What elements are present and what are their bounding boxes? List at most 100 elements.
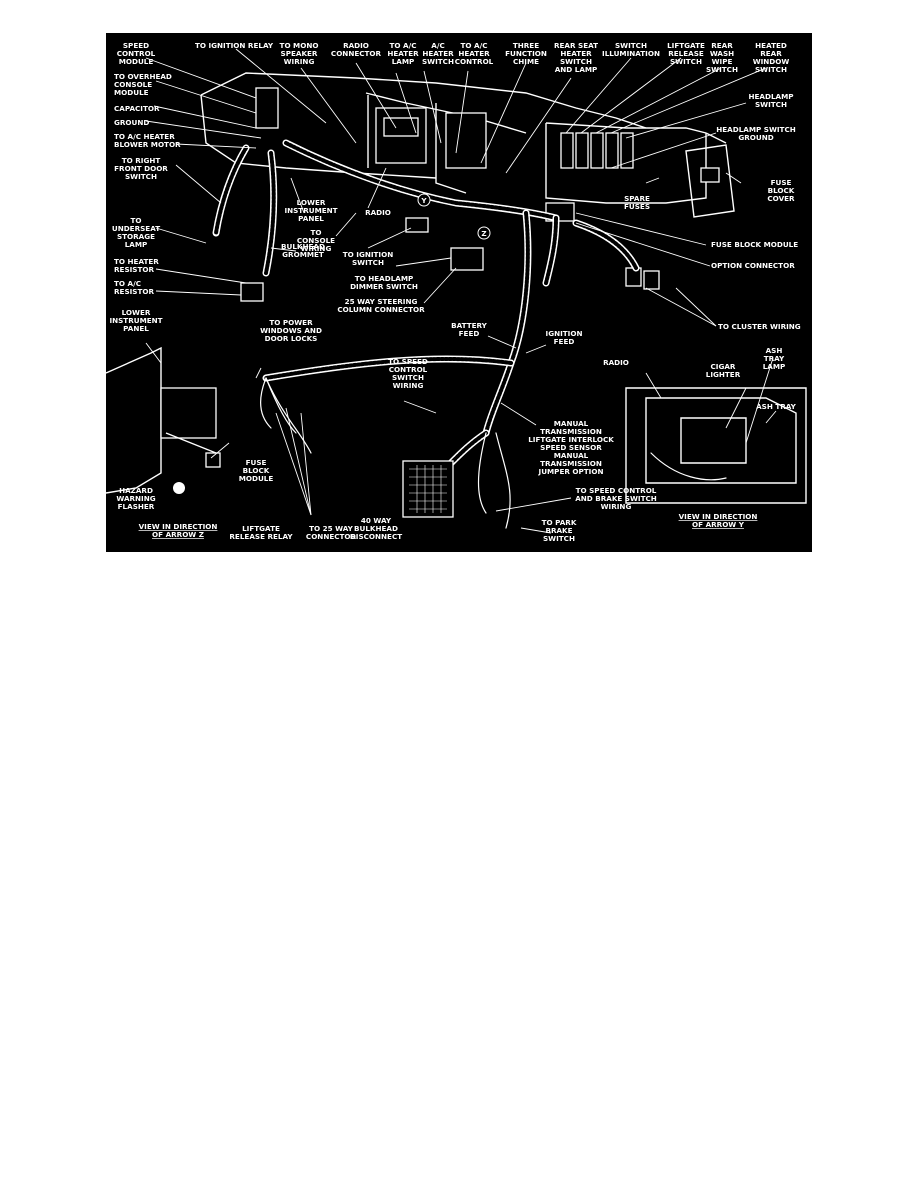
instrument-panel-body bbox=[200, 72, 727, 302]
label-switch-illumination-line: ILLUMINATION bbox=[602, 49, 660, 58]
label-rear-seat-heater-line: REAR SEAT bbox=[554, 41, 598, 50]
label-manual-transmission-line: SPEED SENSOR bbox=[540, 443, 602, 452]
bulkhead-disconnect-connector bbox=[402, 460, 454, 518]
label-console-wiring-line: TO bbox=[310, 228, 321, 237]
label-battery-feed-line: FEED bbox=[459, 329, 480, 338]
label-liftgate-release-relay-line: LIFTGATE bbox=[242, 524, 280, 533]
label-ignition-relay-line: TO IGNITION RELAY bbox=[195, 41, 274, 50]
label-steering-column-line: 25 WAY STEERING bbox=[345, 297, 418, 306]
label-three-function-chime-line: CHIME bbox=[513, 57, 539, 66]
label-ground: GROUND bbox=[114, 118, 149, 127]
label-speed-brake-switch-line: AND BRAKE SWITCH bbox=[575, 494, 657, 503]
label-lower-instrument-panel-top-line: PANEL bbox=[298, 214, 324, 223]
ac-heater-control-box bbox=[445, 112, 487, 169]
label-overhead-console-line: TO OVERHEAD bbox=[114, 72, 172, 81]
label-ash-tray-lamp-line: TRAY bbox=[764, 354, 785, 363]
label-three-function-chime-line: FUNCTION bbox=[505, 49, 547, 58]
label-ac-resistor-line: TO A/C bbox=[114, 279, 141, 288]
label-fuse-block-cover-line: BLOCK bbox=[768, 186, 795, 195]
label-manual-transmission-line: LIFTGATE INTERLOCK bbox=[528, 435, 614, 444]
label-power-windows-line: WINDOWS AND bbox=[260, 326, 322, 335]
label-lower-instrument-panel-top-line: LOWER bbox=[297, 198, 326, 207]
switch-box-2 bbox=[575, 132, 589, 169]
label-console-wiring-line: CONSOLE bbox=[297, 236, 335, 245]
label-headlamp-switch-line: HEADLAMP bbox=[748, 92, 793, 101]
label-speed-control-module-line: SPEED bbox=[123, 41, 149, 50]
label-ash-tray: ASH TRAY bbox=[756, 402, 797, 411]
label-park-brake-line: SWITCH bbox=[543, 534, 575, 543]
switch-box-3 bbox=[590, 132, 604, 169]
label-steering-column-line: COLUMN CONNECTOR bbox=[337, 305, 425, 314]
label-headlamp-switch-ground-line: GROUND bbox=[738, 133, 773, 142]
label-option-connector: OPTION CONNECTOR bbox=[711, 261, 795, 270]
fuse-block-cover bbox=[685, 144, 735, 218]
label-switch-illumination-line: SWITCH bbox=[615, 41, 647, 50]
label-speed-control-module-line: CONTROL bbox=[117, 49, 156, 58]
label-fuse-block-cover-line: COVER bbox=[767, 194, 795, 203]
label-ac-heater-lamp-line: TO A/C bbox=[390, 41, 417, 50]
steering-column-connector bbox=[450, 247, 484, 271]
label-speed-control-module-line: MODULE bbox=[119, 57, 154, 66]
label-ignition-feed-line: FEED bbox=[554, 337, 575, 346]
label-right-front-door-line: SWITCH bbox=[125, 172, 157, 181]
label-lower-instrument-panel-top-line: INSTRUMENT bbox=[284, 206, 337, 215]
label-underseat-storage-line: UNDERSEAT bbox=[112, 224, 160, 233]
ignition-switch-connector bbox=[405, 217, 429, 233]
leader-lines bbox=[145, 48, 777, 534]
label-underseat-storage-line: LAMP bbox=[125, 240, 148, 249]
label-radio-connector-line: CONNECTOR bbox=[331, 49, 382, 58]
label-ash-tray-lamp-line: LAMP bbox=[763, 362, 786, 371]
label-liftgate-release-switch-line: SWITCH bbox=[670, 57, 702, 66]
label-underseat-storage-line: TO bbox=[130, 216, 141, 225]
label-fuse-block-module-inset-line: FUSE bbox=[246, 458, 267, 467]
label-cluster-wiring: TO CLUSTER WIRING bbox=[718, 322, 801, 331]
label-speed-control-switch-line: TO SPEED bbox=[388, 357, 428, 366]
label-cigar-lighter-line: LIGHTER bbox=[706, 370, 741, 379]
arrow-z-letter: Z bbox=[481, 229, 486, 238]
switch-box-4 bbox=[605, 132, 619, 169]
instrument-panel-wiring-diagram: Y Z bbox=[106, 41, 807, 543]
label-mono-speaker-line: WIRING bbox=[284, 57, 315, 66]
label-option-connector-line: OPTION CONNECTOR bbox=[711, 261, 795, 270]
label-manual-transmission-line: JUMPER OPTION bbox=[538, 467, 604, 476]
label-heated-rear-window-line: REAR bbox=[760, 49, 782, 58]
label-cigar-lighter-line: CIGAR bbox=[711, 362, 736, 371]
label-ignition-feed-line: IGNITION bbox=[546, 329, 583, 338]
label-cluster-wiring-line: TO CLUSTER WIRING bbox=[718, 322, 801, 331]
label-ignition-switch-line: SWITCH bbox=[352, 258, 384, 267]
label-speed-brake-switch-line: TO SPEED CONTROL bbox=[576, 486, 657, 495]
label-mono-speaker-line: TO MONO bbox=[280, 41, 319, 50]
label-right-front-door-line: TO RIGHT bbox=[122, 156, 161, 165]
label-ac-heater-lamp-line: LAMP bbox=[392, 57, 415, 66]
arrow-marker-y: Y bbox=[417, 193, 431, 207]
label-fuse-block-module: FUSE BLOCK MODULE bbox=[711, 240, 798, 249]
label-right-front-door-line: FRONT DOOR bbox=[114, 164, 168, 173]
label-ac-heater-lamp-line: HEATER bbox=[387, 49, 419, 58]
label-speed-control-switch-line: SWITCH bbox=[392, 373, 424, 382]
label-ac-heater-blower-line: BLOWER MOTOR bbox=[114, 140, 181, 149]
label-headlamp-dimmer-line: TO HEADLAMP bbox=[355, 274, 414, 283]
label-speed-brake-switch-line: WIRING bbox=[601, 502, 632, 511]
label-rear-seat-heater-line: SWITCH bbox=[560, 57, 592, 66]
label-view-arrow-z-line: VIEW IN DIRECTION bbox=[139, 522, 218, 531]
